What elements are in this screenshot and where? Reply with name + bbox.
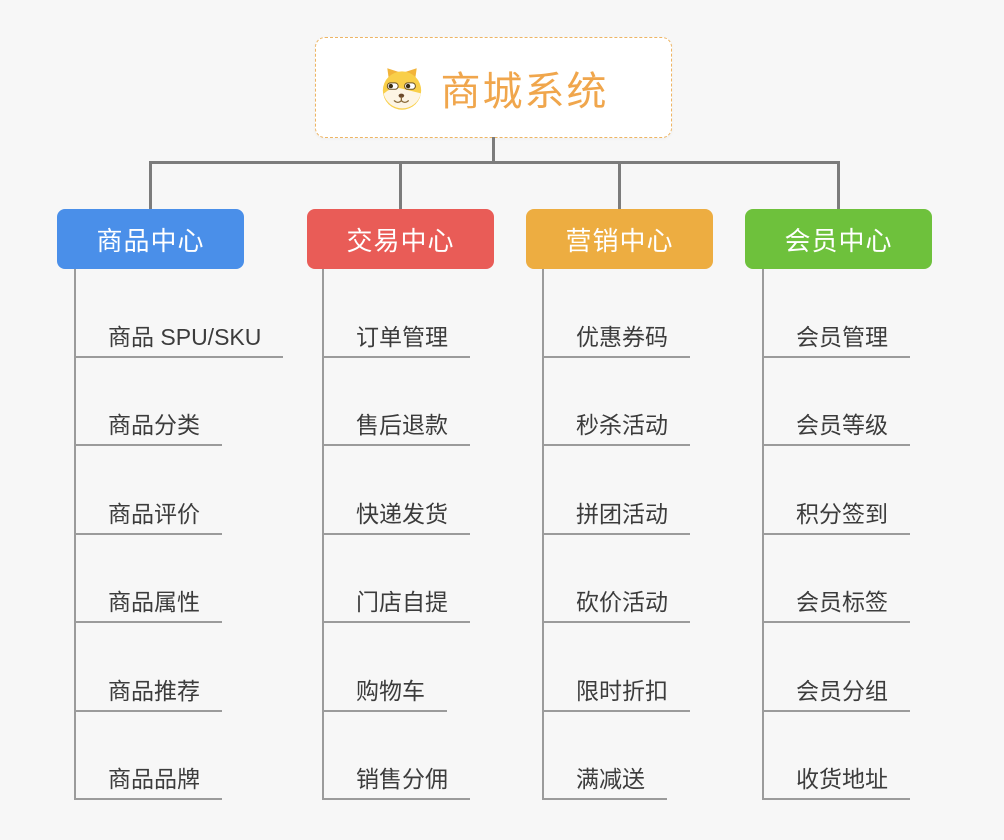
child-node[interactable]: 积分签到 bbox=[764, 446, 910, 535]
connector-drop-4 bbox=[837, 161, 840, 211]
connector-bus bbox=[149, 161, 840, 164]
root-title: 商城系统 bbox=[440, 69, 609, 114]
root-node[interactable]: 商城系统 bbox=[315, 37, 672, 138]
child-node[interactable]: 满减送 bbox=[544, 712, 667, 800]
branch-children-product-center: 商品 SPU/SKU 商品分类 商品评价 商品属性 商品推荐 商品品牌 bbox=[74, 269, 284, 800]
child-node[interactable]: 商品分类 bbox=[76, 358, 222, 446]
child-node[interactable]: 限时折扣 bbox=[544, 623, 690, 712]
branch-node-product-center[interactable]: 商品中心 bbox=[57, 209, 244, 269]
connector-drop-1 bbox=[149, 161, 152, 211]
child-node[interactable]: 售后退款 bbox=[324, 358, 470, 446]
connector-drop-2 bbox=[399, 161, 402, 211]
child-node[interactable]: 订单管理 bbox=[324, 269, 470, 358]
child-node[interactable]: 收货地址 bbox=[764, 712, 910, 800]
connector-root-stub bbox=[492, 137, 495, 163]
child-node[interactable]: 会员分组 bbox=[764, 623, 910, 712]
child-node[interactable]: 商品品牌 bbox=[76, 712, 222, 800]
child-node[interactable]: 商品评价 bbox=[76, 446, 222, 535]
branch-children-marketing-center: 优惠券码 秒杀活动 拼团活动 砍价活动 限时折扣 满减送 bbox=[542, 269, 690, 800]
branch-children-member-center: 会员管理 会员等级 积分签到 会员标签 会员分组 收货地址 bbox=[762, 269, 910, 800]
child-node[interactable]: 商品属性 bbox=[76, 535, 222, 623]
child-node[interactable]: 会员等级 bbox=[764, 358, 910, 446]
connector-drop-3 bbox=[618, 161, 621, 211]
child-node[interactable]: 秒杀活动 bbox=[544, 358, 690, 446]
child-node[interactable]: 购物车 bbox=[324, 623, 447, 712]
child-node[interactable]: 商品推荐 bbox=[76, 623, 222, 712]
child-node[interactable]: 销售分佣 bbox=[324, 712, 470, 800]
child-node[interactable]: 会员标签 bbox=[764, 535, 910, 623]
child-node[interactable]: 快递发货 bbox=[324, 446, 470, 535]
child-node[interactable]: 砍价活动 bbox=[544, 535, 690, 623]
branch-node-member-center[interactable]: 会员中心 bbox=[745, 209, 932, 269]
child-node[interactable]: 优惠券码 bbox=[544, 269, 690, 358]
child-node[interactable]: 商品 SPU/SKU bbox=[76, 269, 284, 358]
dog-face-icon bbox=[382, 67, 421, 110]
child-node[interactable]: 会员管理 bbox=[764, 269, 910, 358]
branch-node-marketing-center[interactable]: 营销中心 bbox=[526, 209, 713, 269]
branch-node-trade-center[interactable]: 交易中心 bbox=[307, 209, 494, 269]
child-node[interactable]: 门店自提 bbox=[324, 535, 470, 623]
child-node[interactable]: 拼团活动 bbox=[544, 446, 690, 535]
branch-children-trade-center: 订单管理 售后退款 快递发货 门店自提 购物车 销售分佣 bbox=[322, 269, 470, 800]
